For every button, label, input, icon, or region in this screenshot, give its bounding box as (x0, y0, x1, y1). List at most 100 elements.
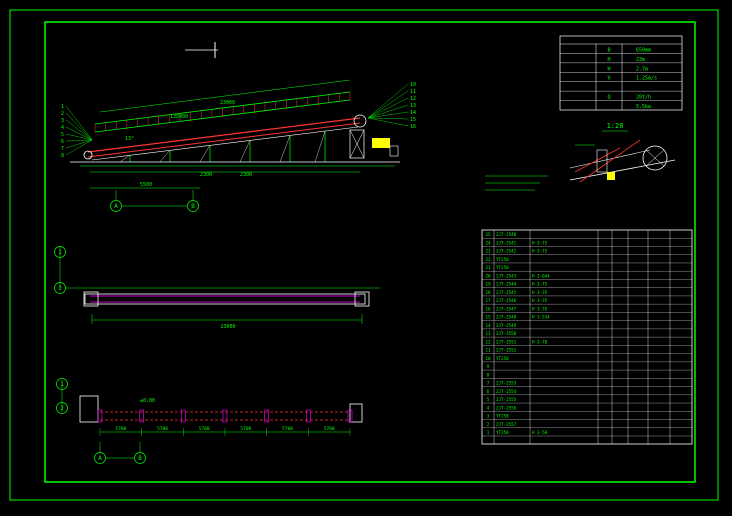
plan-axis-2-label: 2 (58, 285, 62, 292)
bom-item-spec: H 3-534 (532, 315, 550, 320)
params-value: 650mm (636, 47, 651, 53)
bom-item-number: 14 (485, 323, 491, 328)
bom-item-code: 2JT-2552 (496, 348, 517, 353)
bom-item-number: 16 (485, 306, 491, 311)
callout-number: 7 (61, 146, 64, 152)
detail-motor (607, 172, 615, 180)
callout-leader (65, 139, 93, 142)
callout-number: 5 (61, 132, 64, 138)
bom-item-spec: H 3-75 (532, 249, 548, 254)
bom-item-number: 25 (485, 232, 491, 237)
bom-item-code: 2JT-2556 (496, 405, 517, 410)
axis-b-bubble (187, 200, 199, 212)
callout-number: 12 (410, 96, 416, 102)
plan-axis-2-bubble (54, 282, 66, 294)
callout-number: 13 (410, 103, 416, 109)
support-axis-2-bubble (56, 402, 68, 414)
support-span-label: 5700 (282, 426, 293, 432)
axis-a-label: A (114, 203, 118, 210)
callout-leader (367, 104, 409, 119)
support-span-label: 5700 (324, 426, 335, 432)
callout-number: 8 (61, 153, 64, 159)
support-span-label: 5700 (199, 426, 210, 432)
support-brace (159, 149, 171, 163)
support-span-label: 5700 (240, 426, 251, 432)
bom-item-code: 2JT-2541 (496, 240, 517, 245)
support-axis-b-label: B (138, 455, 142, 462)
callout-number: 15 (410, 117, 416, 123)
bom-item-number: 22 (485, 257, 491, 262)
cover-ribs (94, 92, 351, 132)
support-post (222, 409, 228, 423)
dim-line-top (99, 79, 351, 113)
plan-head (354, 291, 370, 307)
params-value: 1.25m/s (636, 76, 657, 82)
params-symbol: V (607, 76, 610, 82)
detail-belt-2 (569, 149, 651, 169)
callout-leader (367, 97, 409, 119)
callout-number: 11 (410, 89, 416, 95)
support-head-block (349, 403, 363, 423)
support-brace (314, 131, 326, 163)
bom-item-code: 2JT-2547 (496, 306, 517, 311)
tail-pulley (83, 150, 93, 160)
plan-outline (84, 293, 366, 305)
head-frame (349, 129, 365, 159)
belt-upper (87, 117, 361, 153)
callout-number: 4 (61, 125, 64, 131)
bom-item-code: 2JT-2540 (496, 232, 517, 237)
support-axis-b-bubble (134, 452, 146, 464)
detail-pulley (642, 145, 668, 171)
callout-leader (65, 105, 93, 141)
params-value: 5.5kw (636, 104, 652, 110)
bom-grid (482, 230, 692, 444)
dim-top-2: 138000 (170, 114, 188, 120)
dim-bottom-2: 2300 (200, 172, 212, 178)
callout-leader (65, 126, 93, 141)
bom-item-code: YT250 (496, 257, 509, 262)
head-pulley (353, 114, 367, 128)
support-axis-1-bubble (56, 378, 68, 390)
bom-item-number: 5 (487, 397, 490, 402)
bom-item-code: 2JT-2553 (496, 381, 517, 386)
bom-item-number: 24 (485, 240, 491, 245)
callout-leader (367, 90, 409, 119)
params-symbol: H (607, 66, 610, 72)
bom-item-number: 8 (487, 372, 490, 377)
support-brace (199, 145, 211, 163)
bom-item-code: 2JT-2543 (496, 273, 517, 278)
callout-leader (367, 117, 409, 120)
bom-item-code: 2JT-2544 (496, 282, 517, 287)
params-value: 23m (636, 57, 645, 63)
plan-length: 23000 (220, 324, 235, 330)
support-post (139, 409, 144, 423)
bom-item-spec: H 3-35 (532, 298, 548, 303)
axis-a-bubble (110, 200, 122, 212)
support-span-label: 5700 (157, 426, 168, 432)
bom-item-code: YT250 (496, 265, 509, 270)
support-axis-1-label: 1 (60, 381, 64, 388)
detail-chute-2 (579, 139, 641, 183)
bom-item-spec: H 3-75 (532, 282, 548, 287)
axis-b-label: B (191, 203, 195, 210)
bom-item-number: 15 (485, 315, 491, 320)
detail-frame (596, 149, 608, 173)
plan-view: 1 2 23000 (54, 246, 380, 330)
support-post (264, 409, 269, 423)
dim-top-1: 23000 (220, 100, 235, 106)
bom-item-number: 13 (485, 331, 491, 336)
params-value: 20t/h (636, 95, 651, 101)
bom-item-number: 17 (485, 298, 491, 303)
callout-leader (367, 83, 409, 119)
plan-axis-1-bubble (54, 246, 66, 258)
bom-item-number: 3 (487, 414, 490, 419)
bom-item-number: 18 (485, 290, 491, 295)
support-post (97, 409, 103, 423)
